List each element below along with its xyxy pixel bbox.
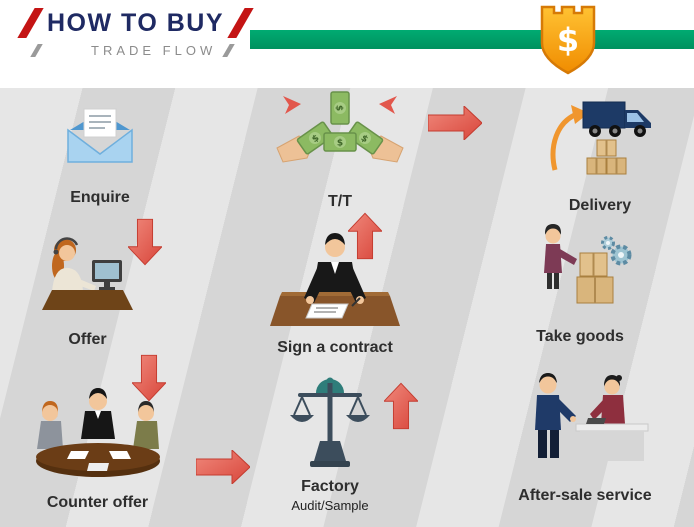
step-sublabel: Audit/Sample — [291, 498, 369, 513]
step-label: T/T — [328, 193, 352, 210]
step-label: Factory — [301, 478, 359, 495]
step-label: Enquire — [70, 189, 130, 206]
page-subtitle: TRADE FLOW — [91, 43, 217, 58]
step-after-sale: After-sale service — [505, 370, 665, 505]
step-tt: T/T — [270, 90, 410, 211]
dollar-shield-icon: $ — [538, 2, 598, 83]
arrow-enquire-to-offer — [126, 218, 164, 271]
step-label: Delivery — [568, 197, 632, 214]
step-label: Counter offer — [46, 494, 149, 511]
subtitle-row: TRADE FLOW — [30, 43, 250, 58]
step-label: Take goods — [536, 328, 624, 345]
arrow-contract-to-tt — [346, 212, 384, 265]
step-offer: Offer — [30, 228, 145, 349]
title-block: HOW TO BUY TRADE FLOW — [0, 0, 254, 88]
arrow-tt-to-delivery — [427, 104, 483, 145]
customer-service-computer-icon — [40, 228, 135, 319]
step-counter-offer: Counter offer — [20, 383, 175, 512]
delivery-truck-icon — [545, 100, 655, 181]
page-title: HOW TO BUY — [47, 8, 225, 37]
arrow-offer-to-counter-offer — [130, 354, 168, 407]
arrow-counter-offer-to-factory — [195, 448, 251, 489]
step-factory: Factory Audit/Sample — [275, 373, 385, 513]
step-label: Offer — [68, 331, 107, 348]
red-slash-right — [227, 8, 254, 38]
goods-boxes-icon — [523, 223, 638, 320]
flow-canvas: Enquire T/T — [0, 88, 694, 527]
money-transfer-icon — [275, 90, 405, 183]
red-slash-left — [17, 8, 44, 38]
negotiation-table-icon — [23, 383, 173, 486]
title-row: HOW TO BUY — [0, 0, 254, 38]
gray-slash-left — [30, 44, 43, 57]
balance-scale-icon — [290, 373, 370, 474]
gray-slash-right — [222, 44, 235, 57]
step-label: After-sale service — [518, 487, 652, 504]
contract-signing-icon — [260, 228, 410, 335]
envelope-icon — [60, 104, 140, 171]
arrow-factory-to-contract — [382, 382, 420, 435]
service-desk-icon — [518, 370, 653, 473]
step-sign-contract: Sign a contract — [255, 228, 415, 357]
step-label: Sign a contract — [277, 339, 393, 356]
step-enquire: Enquire — [35, 104, 165, 207]
step-take-goods: Take goods — [515, 223, 645, 346]
step-delivery: Delivery — [535, 100, 665, 215]
shield-dollar-text: $ — [557, 21, 579, 59]
